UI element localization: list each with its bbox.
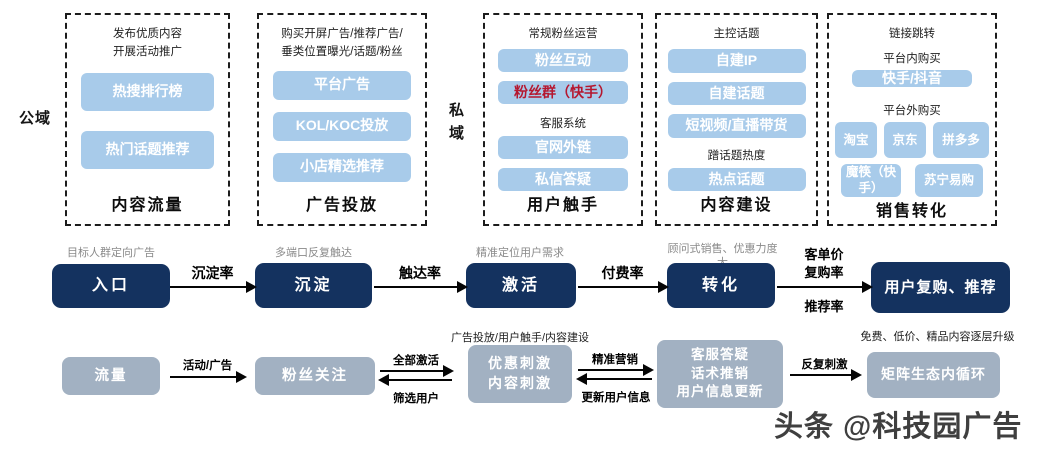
- note-matrix-upgrade: 免费、低价、精品内容逐层升级: [860, 331, 1015, 343]
- label-reach-rate: 触达率: [399, 265, 441, 281]
- pill-dm-qa: 私信答疑: [498, 167, 628, 191]
- note-convert-line1: 顾问式销售、优惠力度: [667, 243, 778, 255]
- box5-label-out-platform: 平台外购买: [883, 105, 941, 118]
- box5-label-in-platform: 平台内购买: [883, 52, 941, 65]
- pill-official-site-link: 官网外链: [498, 135, 628, 159]
- box2-header-line1: 购买开屏广告/推荐广告/: [281, 28, 403, 40]
- note-activate: 精准定位用户需求: [476, 247, 564, 259]
- gnode-fan-follow: 粉丝关注: [255, 357, 375, 395]
- gnode-matrix-loop: 矩阵生态内循环: [867, 352, 1000, 398]
- group-box-content-building: 主控话题 自建IP 自建话题 短视频/直播带货 蹭话题热度 热点话题 内容建设: [655, 13, 818, 226]
- note-stimulus: 广告投放/用户触手/内容建设: [450, 332, 590, 344]
- arrow-traffic-to-fans: [170, 371, 247, 383]
- node-settle: 沉淀: [255, 263, 372, 308]
- private-domain-label: 私域: [449, 102, 465, 142]
- node-convert: 转化: [667, 263, 775, 308]
- group-box-sales-conversion: 链接跳转 平台内购买 快手/抖音 平台外购买 淘宝 京东 拼多多 魔筷（快手） …: [827, 13, 997, 226]
- box2-header-line2: 垂类位置曝光/话题/粉丝: [281, 45, 403, 58]
- arrow-entry-to-settle: [170, 281, 257, 293]
- label-precise-marketing: 精准营销: [592, 354, 638, 366]
- gnode-stimulus: 优惠刺激 内容刺激: [468, 345, 572, 403]
- pill-platform-ads: 平台广告: [273, 70, 411, 100]
- box5-header: 链接跳转: [889, 28, 935, 40]
- arrow-stimulus-to-cs: [578, 364, 654, 376]
- box1-title: 内容流量: [111, 197, 184, 214]
- arrow-activate-to-convert: [578, 281, 669, 293]
- box3-title: 用户触手: [526, 197, 599, 214]
- node-activate: 激活: [466, 263, 576, 308]
- label-update-user-info: 更新用户信息: [581, 392, 651, 404]
- box4-mid-label: 蹭话题热度: [707, 150, 766, 163]
- box1-header: 发布优质内容 开展活动推广: [113, 26, 182, 62]
- pill-fan-group-kuaishou: 粉丝群（快手）: [498, 80, 628, 104]
- label-repeat-stimulus: 反复刺激: [801, 359, 848, 371]
- box5-outer-row1: 淘宝 京东 拼多多: [835, 122, 989, 159]
- pill-hot-search-ranking: 热搜排行榜: [81, 72, 214, 111]
- pill-own-ip: 自建IP: [667, 48, 806, 73]
- pill-taobao: 淘宝: [835, 122, 877, 159]
- box4-title: 内容建设: [700, 197, 773, 214]
- group-box-ad-placement: 购买开屏广告/推荐广告/ 垂类位置曝光/话题/粉丝 平台广告 KOL/KOC投放…: [257, 13, 427, 226]
- pill-own-topic: 自建话题: [667, 81, 806, 106]
- label-activity-ads: 活动/广告: [182, 360, 233, 372]
- label-repurchase-rate: 复购率: [804, 265, 844, 280]
- gnode-traffic: 流量: [62, 357, 160, 395]
- note-settle: 多端口反复触达: [275, 247, 352, 259]
- pill-fan-interaction: 粉丝互动: [498, 48, 628, 72]
- pill-kol-koc: KOL/KOC投放: [273, 111, 411, 141]
- node-entry: 入口: [52, 264, 170, 308]
- pill-hot-topics: 热点话题: [667, 168, 806, 191]
- gnode-stimulus-line1: 优惠刺激: [488, 355, 552, 372]
- pill-mokuai-kuaishou: 魔筷（快手）: [841, 164, 901, 198]
- pill-jd: 京东: [884, 122, 926, 159]
- pill-short-video-livestream: 短视频/直播带货: [667, 114, 806, 139]
- public-domain-label: 公域: [19, 110, 52, 127]
- arrow-cs-to-stimulus: [576, 373, 652, 385]
- pill-hot-topic-recommend: 热门话题推荐: [81, 130, 214, 169]
- box1-header-line1: 发布优质内容: [113, 28, 182, 40]
- gnode-customer-service: 客服答疑 话术推销 用户信息更新: [657, 340, 783, 408]
- label-pay-rate: 付费率: [601, 265, 644, 281]
- gnode-cs-line1: 客服答疑: [691, 346, 749, 362]
- label-activate-all: 全部激活: [393, 355, 439, 367]
- arrow-fans-to-stimulus: [380, 365, 454, 377]
- box1-header-line2: 开展活动推广: [113, 45, 182, 58]
- arrow-cs-to-matrix: [790, 369, 862, 381]
- box5-outer-row2: 魔筷（快手） 苏宁易购: [841, 164, 983, 198]
- gnode-stimulus-line2: 内容刺激: [488, 375, 552, 391]
- box3-mid-label: 客服系统: [540, 117, 586, 130]
- gnode-cs-line3: 用户信息更新: [676, 384, 764, 400]
- note-entry: 目标人群定向广告: [67, 247, 155, 259]
- box4-header: 主控话题: [713, 28, 760, 40]
- box2-header: 购买开屏广告/推荐广告/ 垂类位置曝光/话题/粉丝: [281, 26, 402, 62]
- pill-kuaishou-douyin: 快手/抖音: [852, 69, 972, 88]
- pill-pinduoduo: 拼多多: [933, 122, 989, 159]
- group-box-user-touchpoints: 常规粉丝运营 粉丝互动 粉丝群（快手） 客服系统 官网外链 私信答疑 用户触手: [483, 13, 643, 226]
- gnode-cs-line2: 话术推销: [691, 365, 749, 381]
- pill-shop-selection: 小店精选推荐: [273, 152, 411, 182]
- group-box-content-traffic: 发布优质内容 开展活动推广 热搜排行榜 热门话题推荐 内容流量: [65, 13, 230, 226]
- label-avg-order-value: 客单价: [804, 247, 844, 262]
- box3-header: 常规粉丝运营: [528, 28, 598, 40]
- arrow-convert-to-repurchase: [777, 281, 873, 293]
- toutiao-watermark: 头条 @科技园广告部: [774, 411, 1023, 443]
- box5-title: 销售转化: [875, 203, 948, 221]
- label-settle-rate: 沉淀率: [191, 265, 234, 281]
- arrow-stimulus-to-fans: [378, 374, 452, 386]
- box2-title: 广告投放: [305, 197, 378, 214]
- label-filter-users: 筛选用户: [393, 393, 439, 405]
- node-repurchase-referral: 用户复购、推荐: [871, 262, 1010, 313]
- arrow-settle-to-activate: [374, 281, 468, 293]
- label-referral-rate: 推荐率: [804, 299, 844, 314]
- pill-suning: 苏宁易购: [915, 164, 983, 198]
